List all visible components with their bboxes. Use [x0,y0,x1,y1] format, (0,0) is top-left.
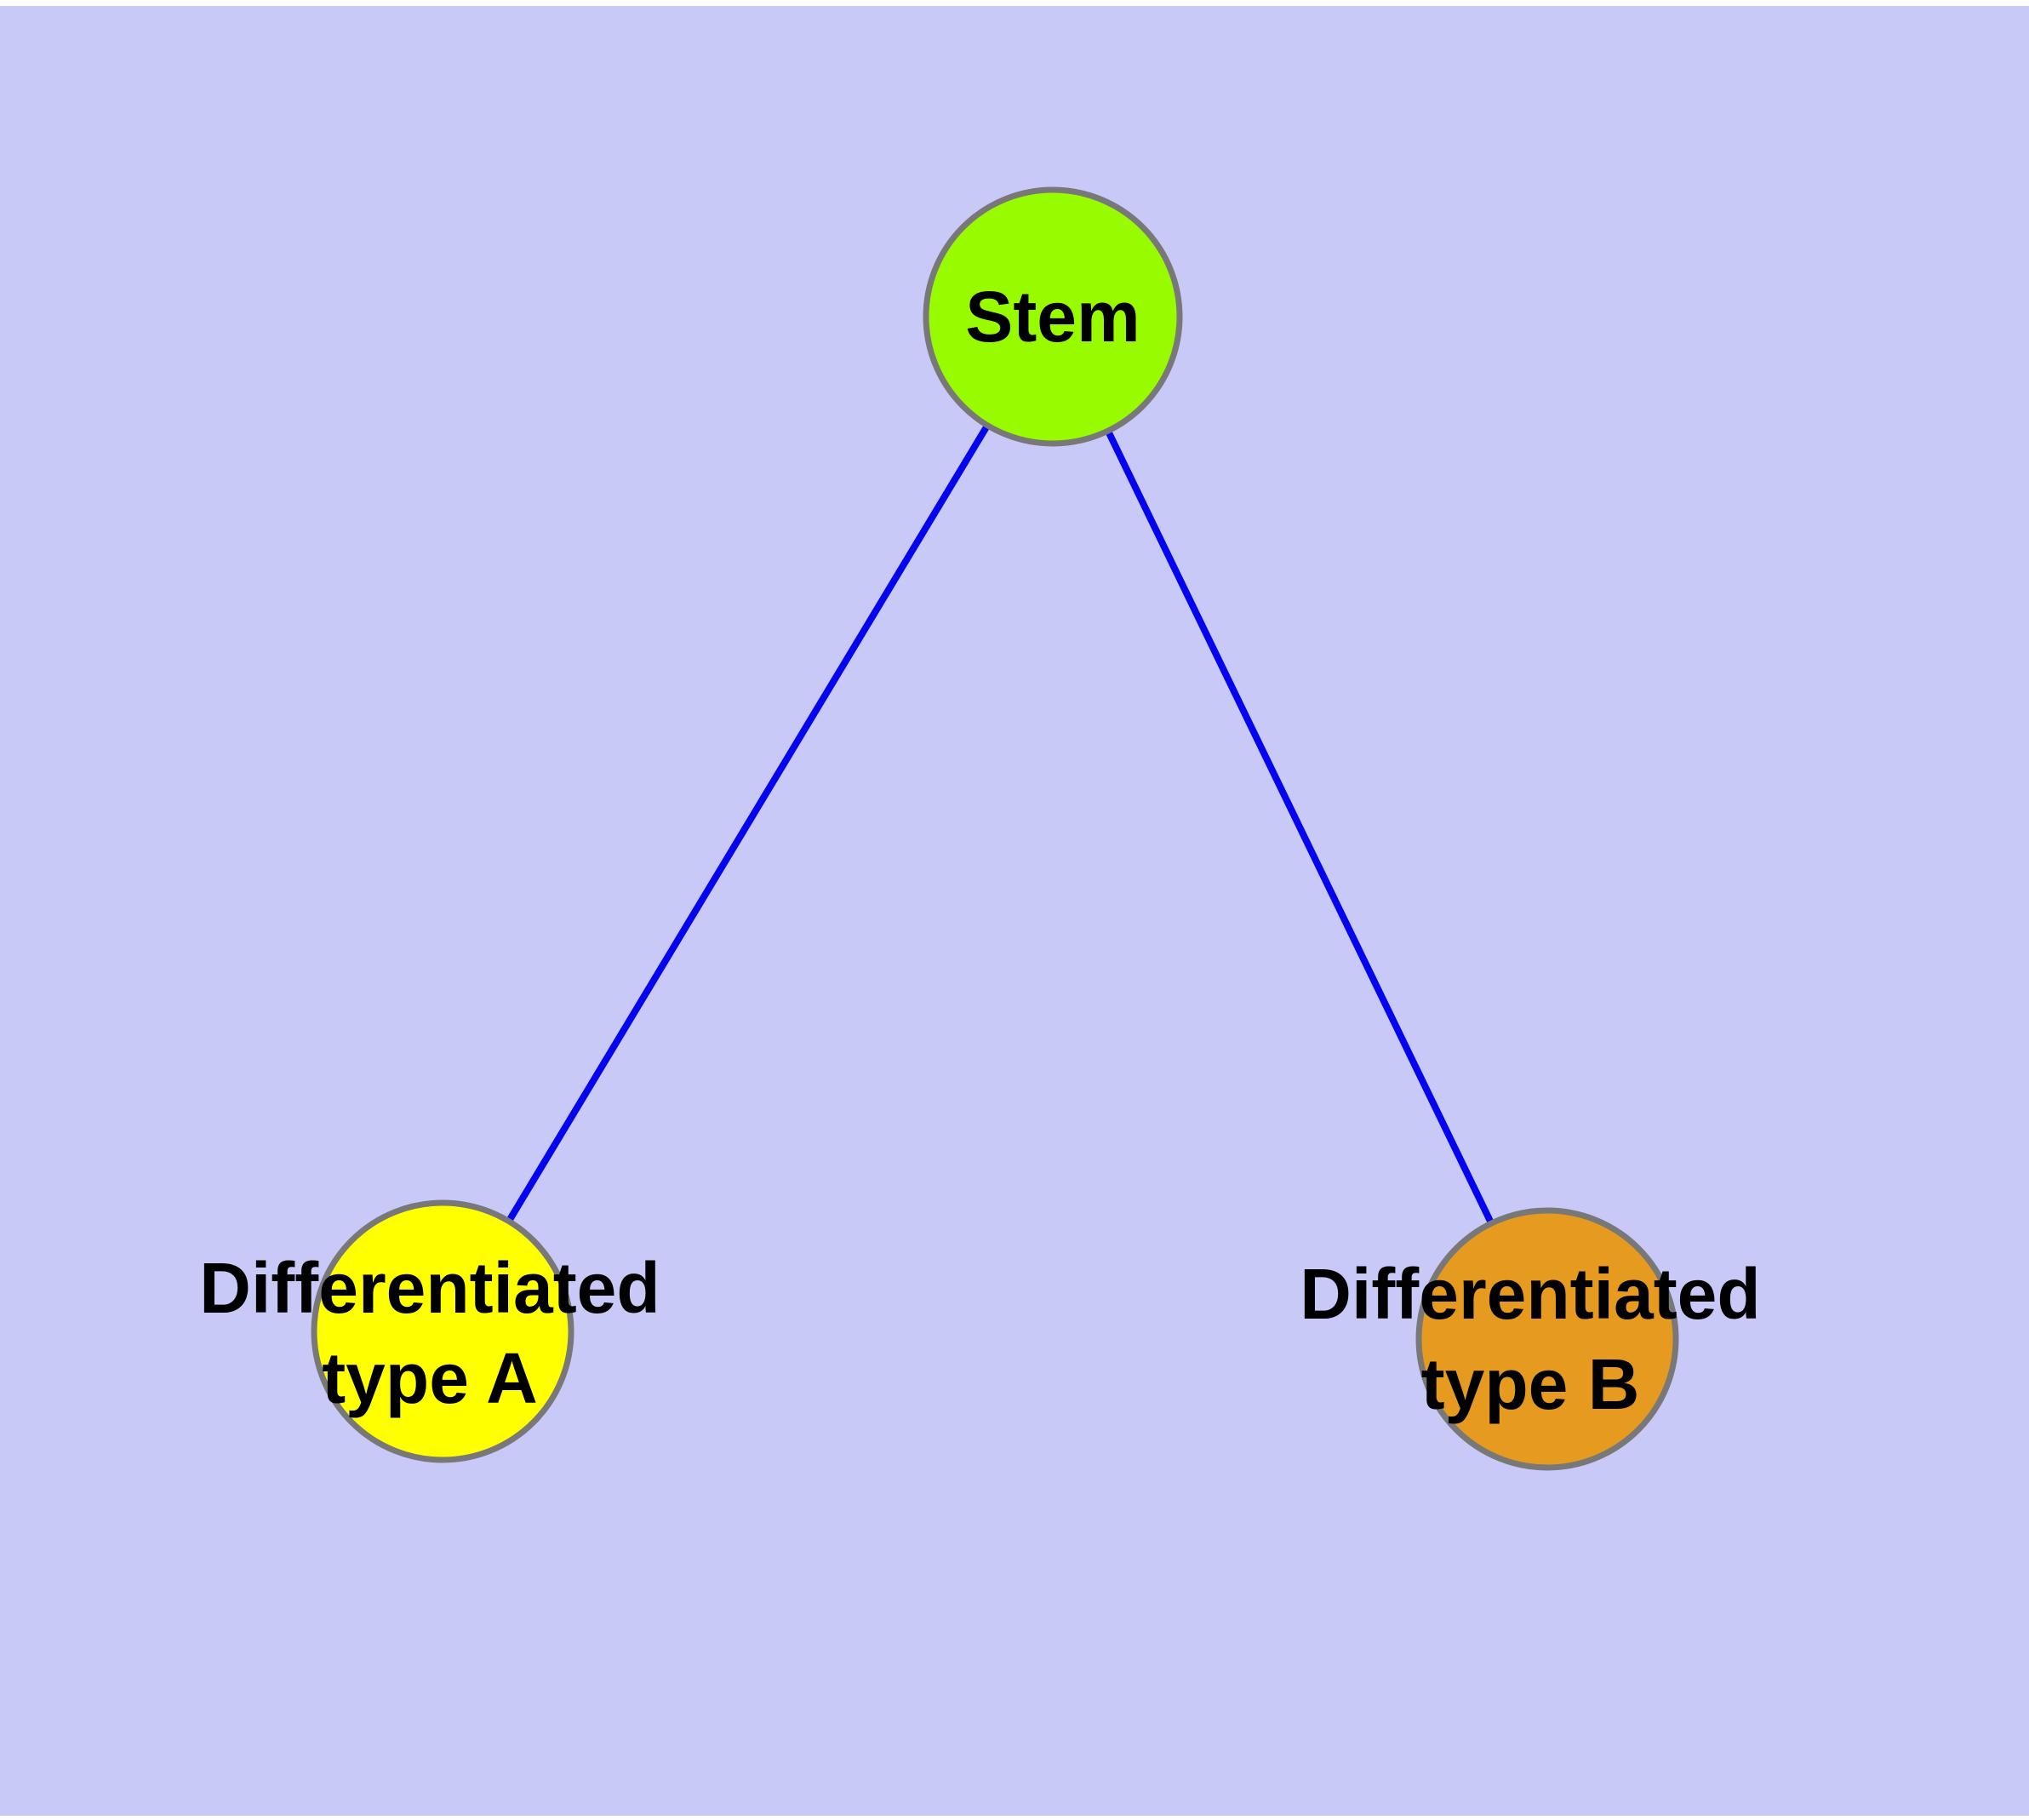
node-type-a-label-line2: type A [322,1338,538,1418]
node-type-b-circle [1415,1207,1679,1471]
node-stem-label-text: Stem [965,277,1140,357]
node-type-b-label-line1: Differentiated [1300,1254,1761,1334]
node-type-b-label: Differentiated type B [1300,1249,1760,1429]
node-type-a-label: Differentiated type A [199,1243,660,1423]
edge-stem-to-type-a [439,314,1056,1334]
node-type-b-label-line2: type B [1420,1344,1640,1424]
node-stem-label: Stem [965,272,1140,362]
node-type-a-circle [311,1199,574,1463]
edge-stem-to-type-b [1049,315,1551,1341]
node-stem-circle [923,186,1183,447]
node-type-a-label-line1: Differentiated [199,1248,660,1328]
